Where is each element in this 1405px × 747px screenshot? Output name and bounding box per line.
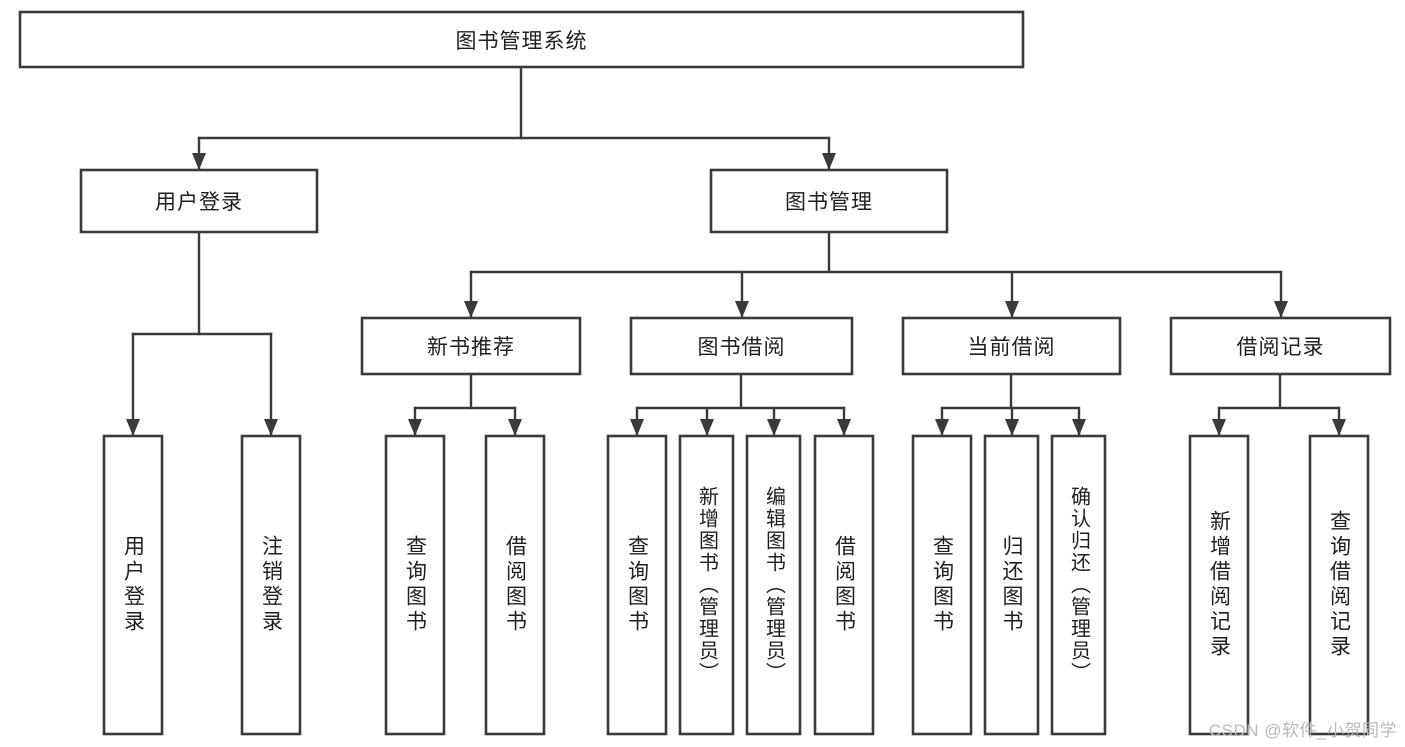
node-box-borrow[interactable]: [629, 316, 854, 376]
arrow-head-icon: [1005, 419, 1019, 436]
watermark-text: CSDN @软件_小贺同学: [1208, 721, 1397, 740]
arrow-head-icon: [735, 301, 749, 318]
connector-bus-login: [126, 230, 278, 437]
node-box-leaf6[interactable]: [678, 434, 735, 736]
node-box-leaf9[interactable]: [911, 434, 973, 736]
arrow-head-icon: [822, 153, 836, 170]
connector-bus-records: [1212, 372, 1346, 437]
connector-bus-borrow: [630, 372, 851, 437]
arrow-head-icon: [264, 419, 278, 436]
node-box-leaf2[interactable]: [240, 434, 302, 736]
arrow-head-icon: [630, 419, 644, 436]
arrow-head-icon: [767, 419, 781, 436]
node-box-leaf11[interactable]: [1050, 434, 1107, 736]
arrow-head-icon: [1005, 301, 1019, 318]
node-box-records[interactable]: [1169, 316, 1392, 376]
arrow-head-icon: [1274, 301, 1288, 318]
arrow-head-icon: [1072, 419, 1086, 436]
arrow-head-icon: [1332, 419, 1346, 436]
connectors-layer: [126, 65, 1346, 437]
node-box-leaf4[interactable]: [484, 434, 546, 736]
node-box-leaf12[interactable]: [1188, 434, 1250, 736]
arrow-head-icon: [935, 419, 949, 436]
node-box-leaf13[interactable]: [1308, 434, 1370, 736]
node-box-newbook[interactable]: [360, 316, 582, 376]
arrow-head-icon: [1212, 419, 1226, 436]
connector-bus-current: [935, 372, 1086, 437]
node-box-leaf3[interactable]: [384, 434, 446, 736]
node-box-login[interactable]: [79, 168, 319, 234]
arrow-head-icon: [837, 419, 851, 436]
connector-bus-root: [192, 65, 836, 171]
arrow-head-icon: [408, 419, 422, 436]
arrow-head-icon: [700, 419, 714, 436]
node-box-leaf10[interactable]: [983, 434, 1040, 736]
node-box-leaf1[interactable]: [102, 434, 164, 736]
arrow-head-icon: [464, 301, 478, 318]
arrow-head-icon: [192, 153, 206, 170]
node-box-leaf7[interactable]: [745, 434, 802, 736]
boxes-layer: [18, 10, 1392, 736]
arrow-head-icon: [126, 419, 140, 436]
connector-bus-newbook: [408, 372, 522, 437]
node-box-bookmgmt[interactable]: [709, 168, 949, 234]
arrow-head-icon: [508, 419, 522, 436]
connector-bus-book: [464, 230, 1288, 319]
node-box-root[interactable]: [18, 10, 1025, 69]
node-box-current[interactable]: [901, 316, 1122, 376]
node-box-leaf5[interactable]: [606, 434, 668, 736]
node-box-leaf8[interactable]: [813, 434, 875, 736]
